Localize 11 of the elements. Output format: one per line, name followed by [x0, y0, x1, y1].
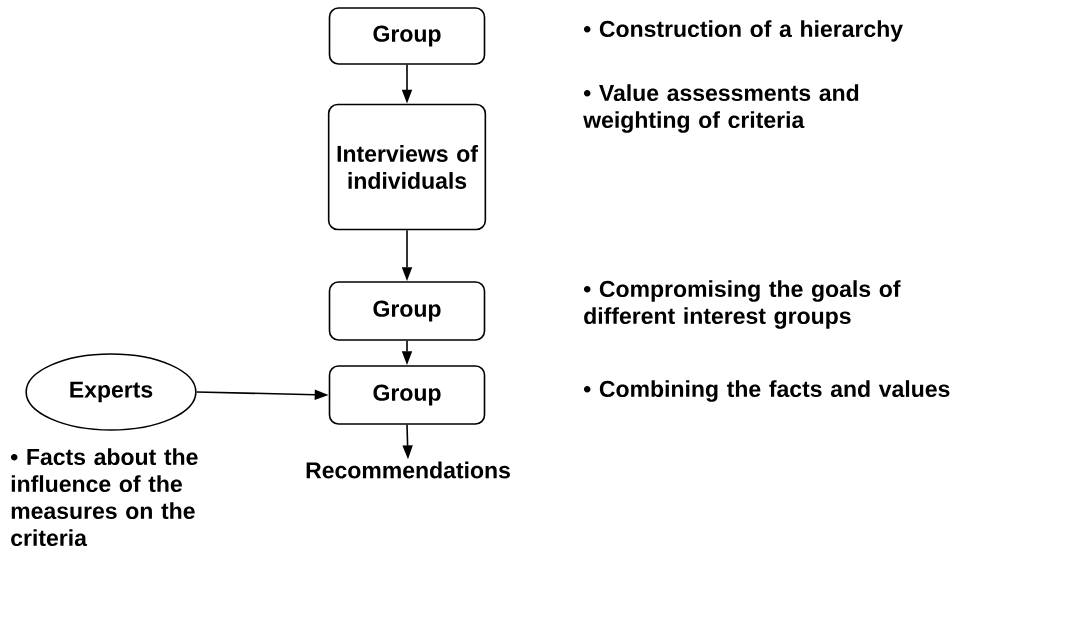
process-box: Group — [328, 365, 486, 425]
bullet-note: • Value assessments and weighting of criteria — [583, 84, 859, 133]
bullet-note: • Facts about the influence of the measures on the criteria — [10, 448, 198, 547]
process-box: Group — [328, 7, 486, 65]
ellipse-node: Experts — [25, 353, 197, 431]
bullet-note: • Construction of a hierarchy — [583, 20, 903, 42]
bullet-note: • Compromising the goals of different interest groups — [583, 280, 901, 329]
output-label: Recommendations — [306, 461, 510, 479]
process-box: Group — [328, 281, 486, 341]
process-box: Interviews of individuals — [327, 103, 487, 231]
bullet-note: • Combining the facts and values — [583, 380, 950, 402]
